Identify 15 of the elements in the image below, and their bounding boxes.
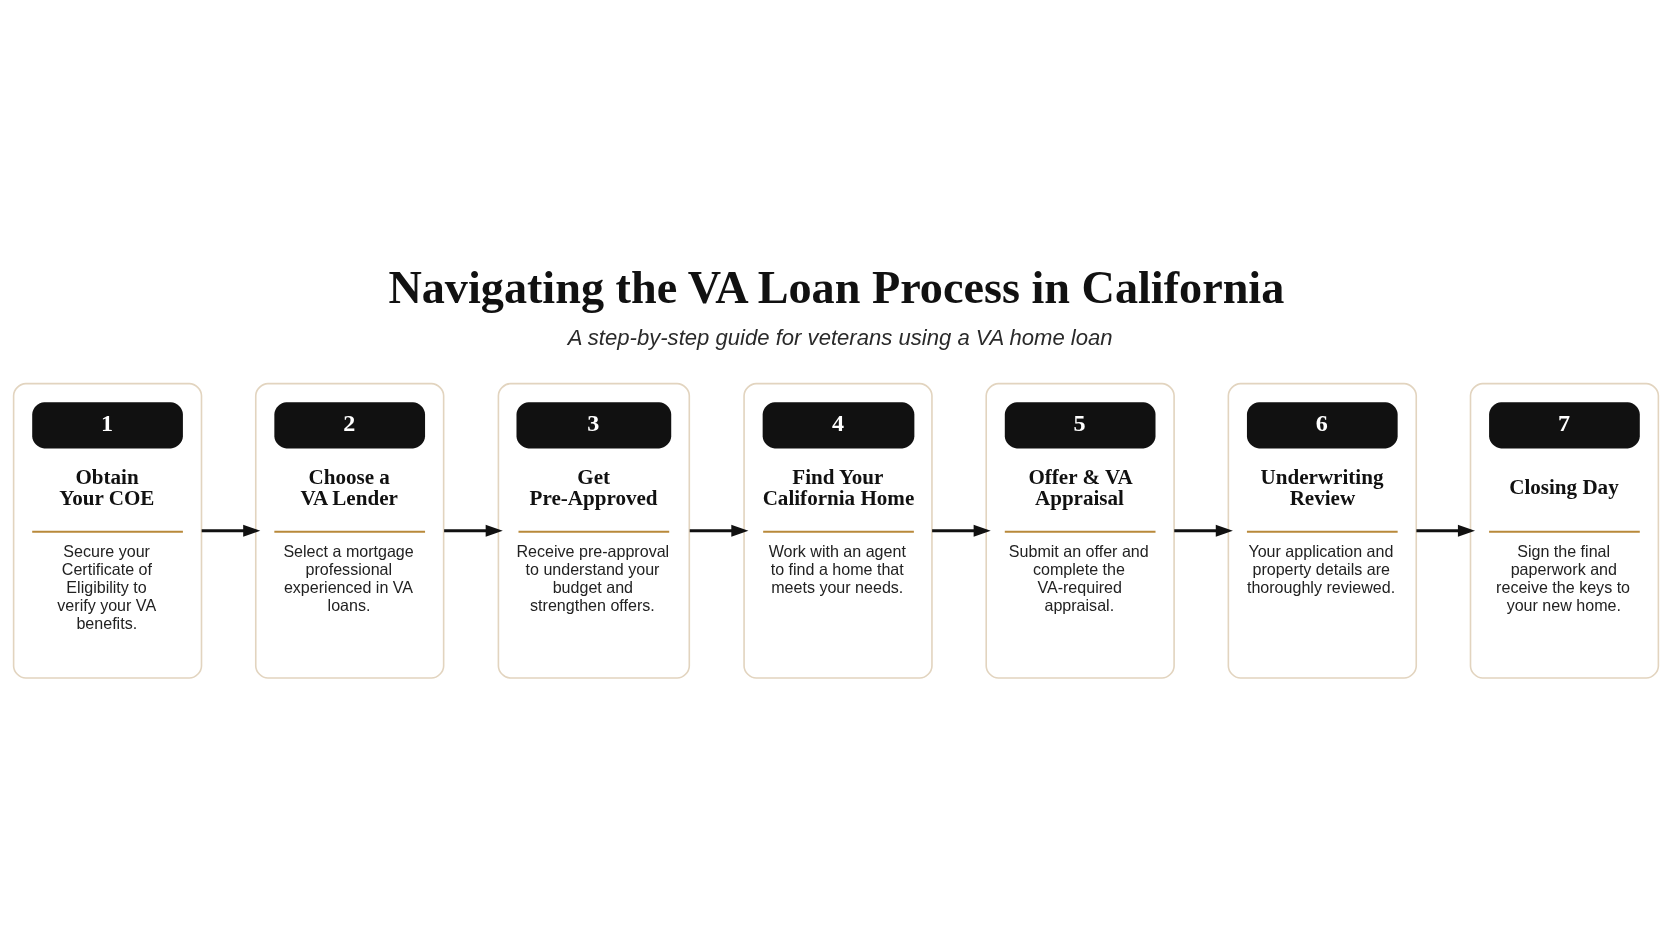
diagram-title: Navigating the VA Loan Process in California (388, 262, 1285, 314)
node-box: 6 Underwriting Review Your application and property details are thoroughly reviewed. (1227, 382, 1418, 679)
node-box: 3 Get Pre-Approved Receive pre-approval to understand your budget and strengthen offers. (497, 382, 691, 679)
arrow (444, 524, 503, 537)
node-box: 1 Obtain Your COE Secure your Certificate of Eligibility to verify your VA benefits. (12, 382, 203, 679)
label: A step-by-step guide for veterans using a VA home loan (567, 325, 1113, 351)
node-box: 5 Offer & VA Appraisal Submit an offer and complete the VA-required appraisal. (985, 382, 1175, 679)
arrow (932, 524, 991, 537)
arrow (1416, 524, 1476, 537)
node-box: 4 Find Your California Home Work with an agent to find a home that meets your needs. (743, 382, 933, 679)
arrow (1174, 524, 1233, 537)
node-box: 2 Choose a VA Lender Select a mortgage professional experienced in VA loans. (254, 382, 445, 679)
node-box: 7 Closing Day Sign the final paperwork and receive the keys to your new home. (1469, 382, 1660, 679)
arrow (689, 524, 749, 537)
arrow (201, 524, 261, 537)
